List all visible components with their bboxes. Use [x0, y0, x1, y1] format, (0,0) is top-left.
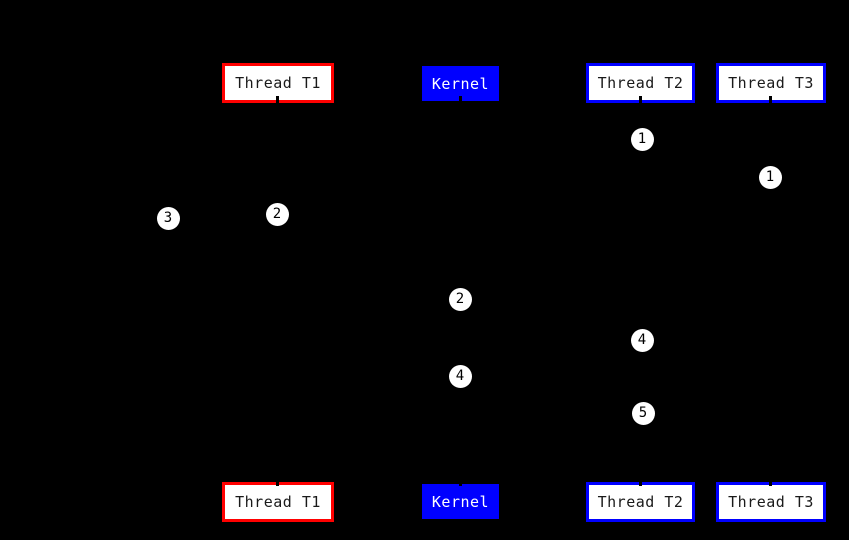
step-marker-4: 4	[630, 328, 654, 352]
box-kernel-bottom-label: Kernel	[431, 492, 490, 511]
box-thread-t3-bottom: Thread T3	[716, 482, 826, 522]
step-marker-1: 1	[630, 127, 654, 151]
step-marker-4: 4	[448, 364, 472, 388]
box-thread-t2-bottom-label: Thread T2	[597, 493, 684, 511]
box-thread-t3-bottom-label: Thread T3	[728, 493, 814, 511]
lifeline-notch	[639, 96, 642, 104]
step-marker-3: 3	[156, 206, 180, 230]
lifeline-notch	[459, 478, 462, 486]
lifeline-notch	[639, 478, 642, 486]
box-thread-t1-bottom: Thread T1	[222, 482, 334, 522]
step-marker-2: 2	[265, 202, 289, 226]
lifeline-notch	[769, 478, 772, 486]
lifeline-notch	[459, 96, 462, 104]
box-kernel-top-label: Kernel	[431, 74, 490, 93]
lifeline-notch	[276, 96, 279, 104]
box-kernel-bottom: Kernel	[422, 484, 499, 519]
box-thread-t2-top-label: Thread T2	[597, 74, 684, 92]
step-marker-2: 2	[448, 287, 472, 311]
box-thread-t1-bottom-label: Thread T1	[235, 493, 321, 511]
box-thread-t1-top-label: Thread T1	[235, 74, 321, 92]
lifeline-notch	[769, 96, 772, 104]
box-thread-t3-top-label: Thread T3	[728, 74, 814, 92]
step-marker-5: 5	[631, 401, 655, 425]
step-marker-1: 1	[758, 165, 782, 189]
lifeline-notch	[276, 478, 279, 486]
box-thread-t2-bottom: Thread T2	[586, 482, 695, 522]
box-thread-t3-top: Thread T3	[716, 63, 826, 103]
box-kernel-top: Kernel	[422, 66, 499, 101]
